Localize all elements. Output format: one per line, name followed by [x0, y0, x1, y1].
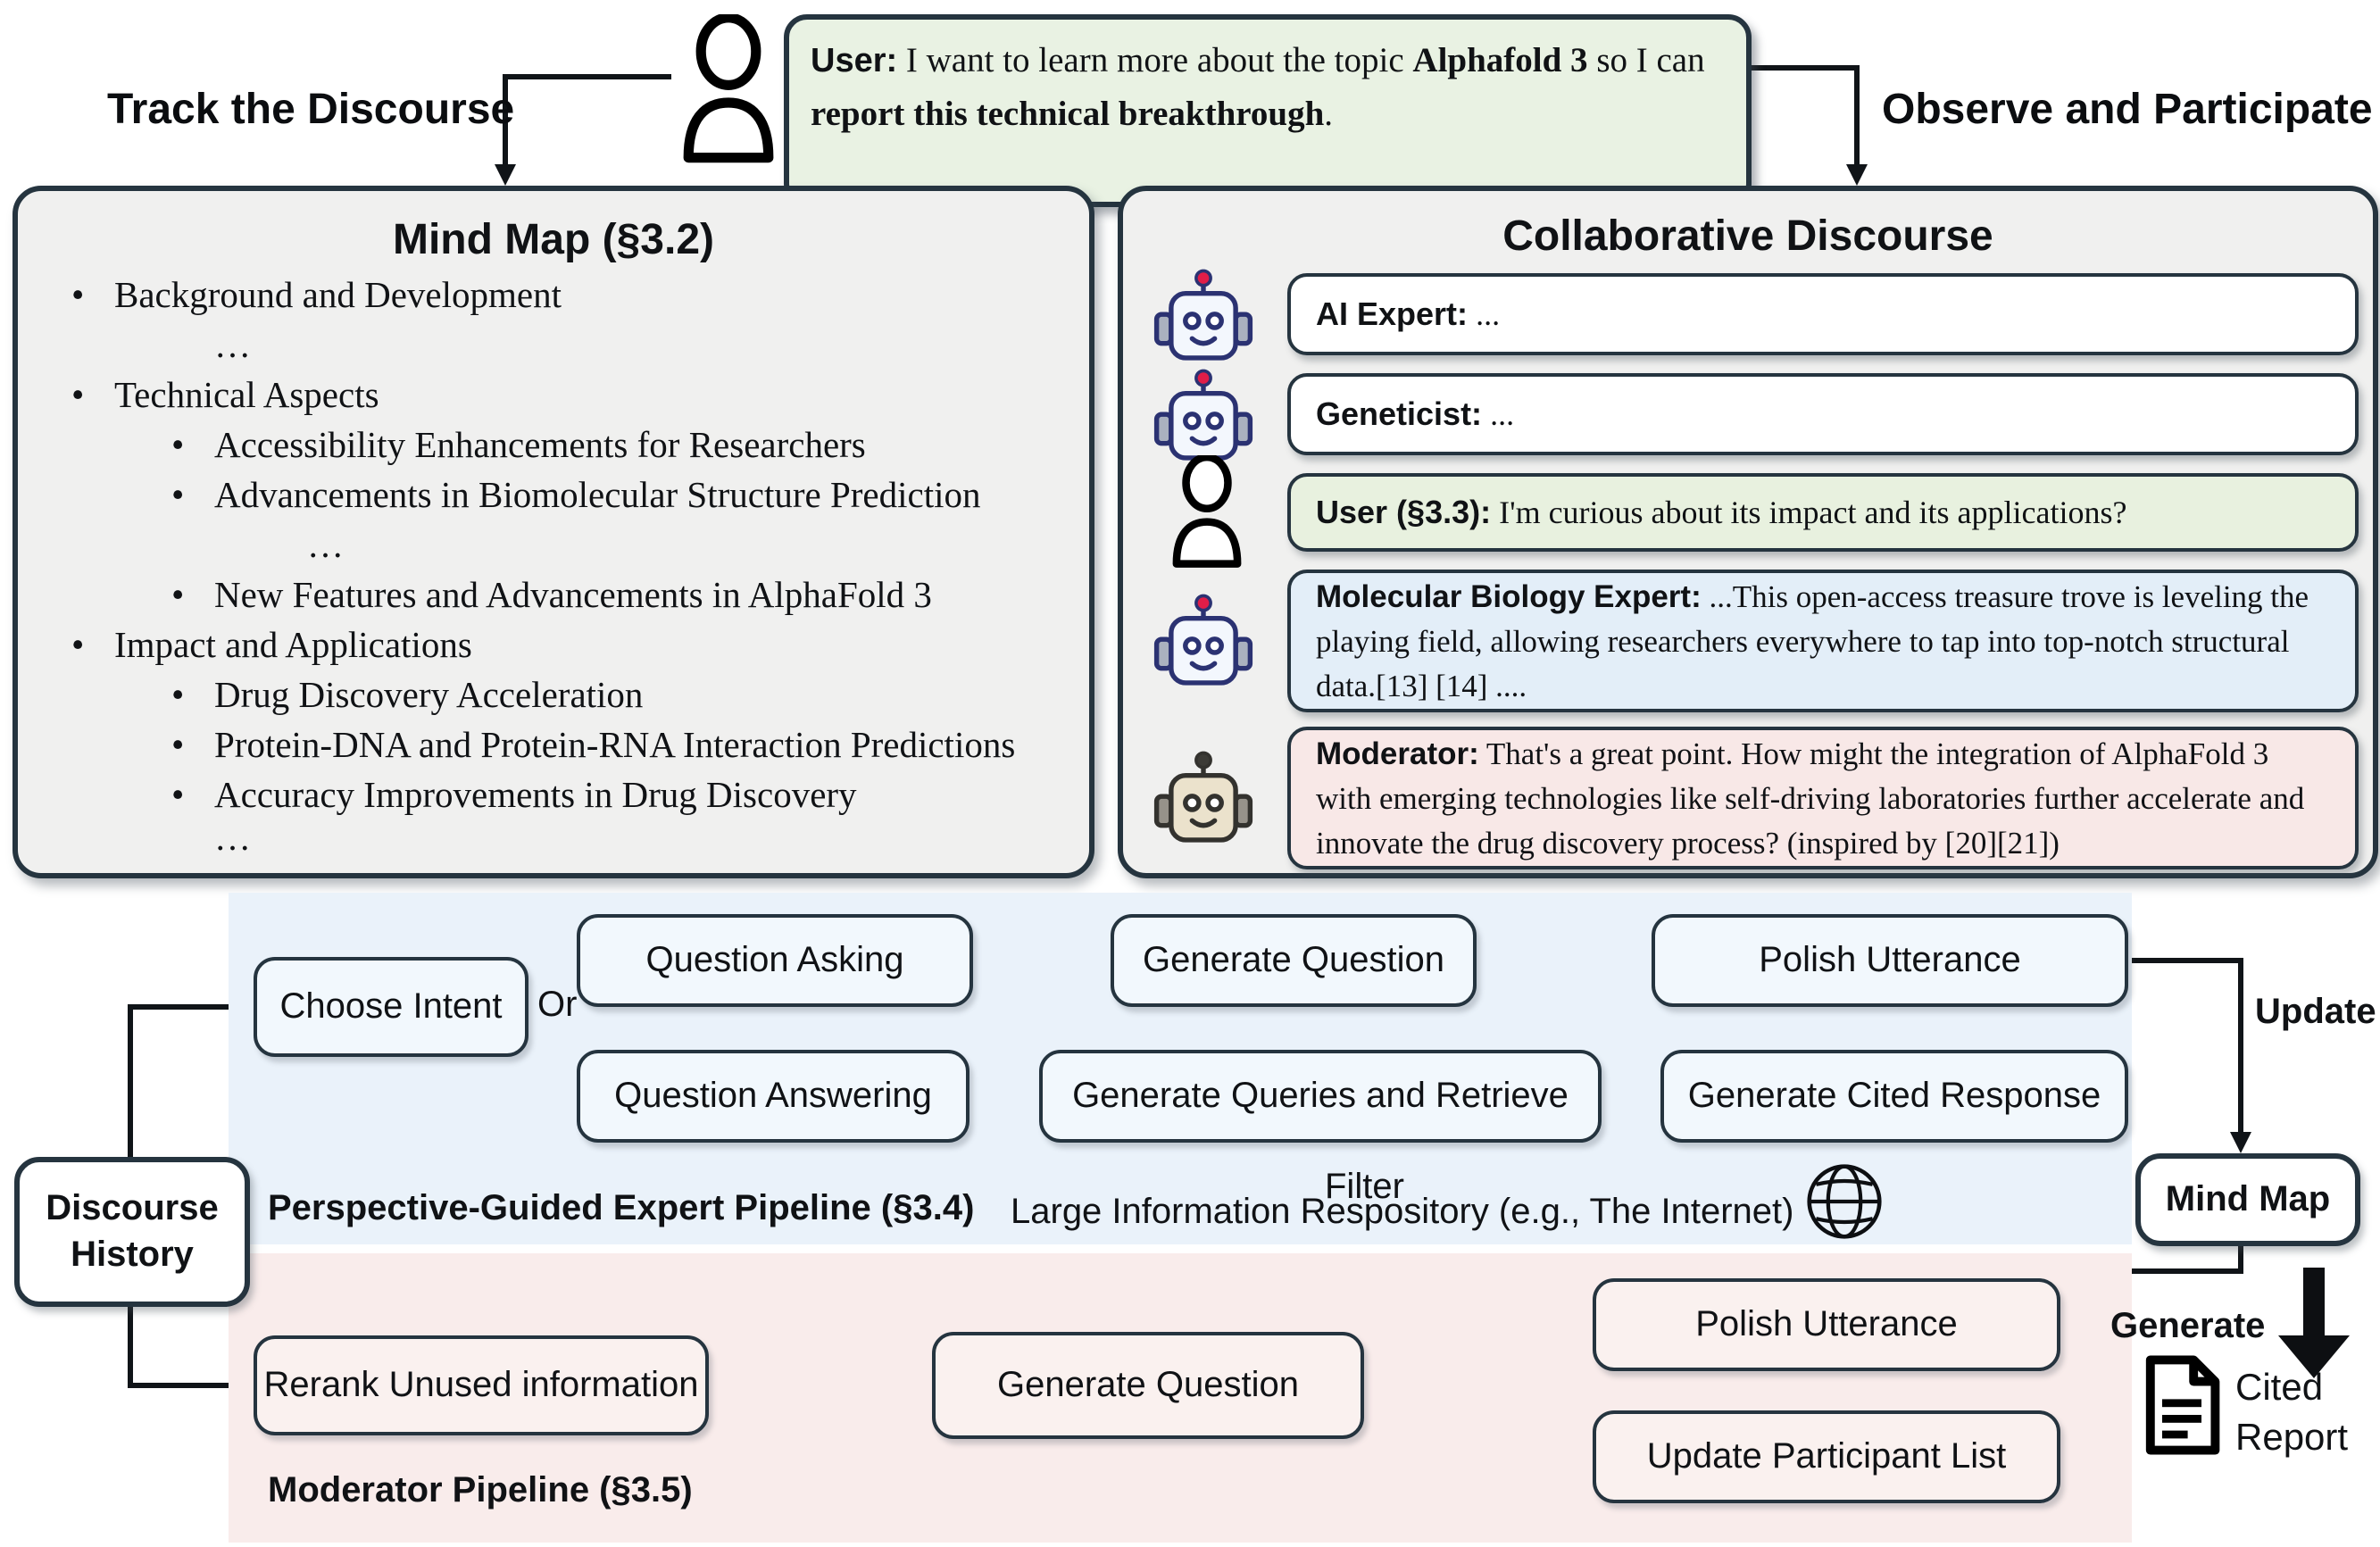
user-query-box: User: I want to learn more about the top…	[784, 14, 1752, 207]
document-icon	[2143, 1353, 2221, 1457]
message-user: User (§3.3): I'm curious about its impac…	[1287, 473, 2359, 552]
node-rerank-unused-information: Rerank Unused information	[254, 1335, 709, 1435]
expert-pipeline-caption: Perspective-Guided Expert Pipeline (§3.4…	[268, 1189, 975, 1228]
node-polish-utterance: Polish Utterance	[1652, 914, 2128, 1007]
node-question-answering: Question Answering	[577, 1050, 969, 1143]
observe-participate-label: Observe and Participate	[1882, 86, 2373, 134]
robot-icon	[1152, 266, 1255, 366]
node-generate-question: Generate Question	[1111, 914, 1477, 1007]
node-moderator-generate-question: Generate Question	[932, 1332, 1364, 1439]
mindmap-item: Advancements in Biomolecular Structure P…	[171, 477, 981, 518]
mind-map-node: Mind Map	[2135, 1153, 2360, 1246]
mindmap-item: Accuracy Improvements in Drug Discovery	[171, 777, 857, 818]
message-ai-expert: AI Expert: ...	[1287, 273, 2359, 355]
robot-icon	[1152, 591, 1255, 691]
collaborative-discourse-title: Collaborative Discourse	[1502, 212, 1993, 261]
moderator-pipeline-caption: Moderator Pipeline (§3.5)	[268, 1471, 693, 1510]
update-label: Update	[2255, 993, 2376, 1032]
repository-label: Large Information Respository (e.g., The…	[1011, 1193, 1794, 1232]
or-label: Or	[537, 986, 578, 1025]
moderator-robot-icon	[1152, 748, 1255, 848]
track-discourse-label: Track the Discourse	[107, 86, 515, 134]
message-moderator: Moderator: That's a great point. How mig…	[1287, 727, 2359, 869]
mindmap-item: Technical Aspects	[71, 377, 379, 418]
mindmap-item: Impact and Applications	[71, 627, 472, 668]
generate-thick-arrow	[2278, 1268, 2350, 1378]
node-choose-intent: Choose Intent	[254, 957, 528, 1057]
user-icon	[678, 14, 778, 166]
collaborative-discourse-panel: Collaborative Discourse AI Expert: ...	[1118, 186, 2378, 878]
node-question-asking: Question Asking	[577, 914, 973, 1007]
globe-icon	[1803, 1160, 1885, 1243]
message-molecular-biology-expert: Molecular Biology Expert: ...This open-a…	[1287, 570, 2359, 712]
generate-label: Generate	[2110, 1307, 2266, 1346]
mind-map-title: Mind Map (§3.2)	[392, 216, 714, 264]
mindmap-ellipsis: …	[307, 527, 344, 566]
node-update-participant-list: Update Participant List	[1593, 1410, 2060, 1503]
node-generate-queries: Generate Queries and Retrieve	[1039, 1050, 1602, 1143]
user-icon	[1166, 455, 1248, 570]
mindmap-item: New Features and Advancements in AlphaFo…	[171, 577, 932, 618]
user-query-speaker: User:	[811, 43, 898, 80]
discourse-history-box: Discourse History	[14, 1157, 250, 1307]
mind-map-panel: Mind Map (§3.2) Background and Developme…	[12, 186, 1094, 878]
node-moderator-polish-utterance: Polish Utterance	[1593, 1278, 2060, 1371]
node-generate-cited-response: Generate Cited Response	[1660, 1050, 2128, 1143]
mindmap-item: Accessibility Enhancements for Researche…	[171, 427, 866, 468]
mindmap-item: Background and Development	[71, 277, 562, 318]
mindmap-ellipsis: …	[214, 819, 251, 859]
filter-label: Filter	[1325, 1168, 1404, 1207]
mindmap-item: Protein-DNA and Protein-RNA Interaction …	[171, 727, 1015, 768]
mindmap-ellipsis: …	[214, 327, 251, 366]
message-geneticist: Geneticist: ...	[1287, 373, 2359, 455]
robot-icon	[1152, 366, 1255, 466]
mindmap-item: Drug Discovery Acceleration	[171, 677, 643, 718]
